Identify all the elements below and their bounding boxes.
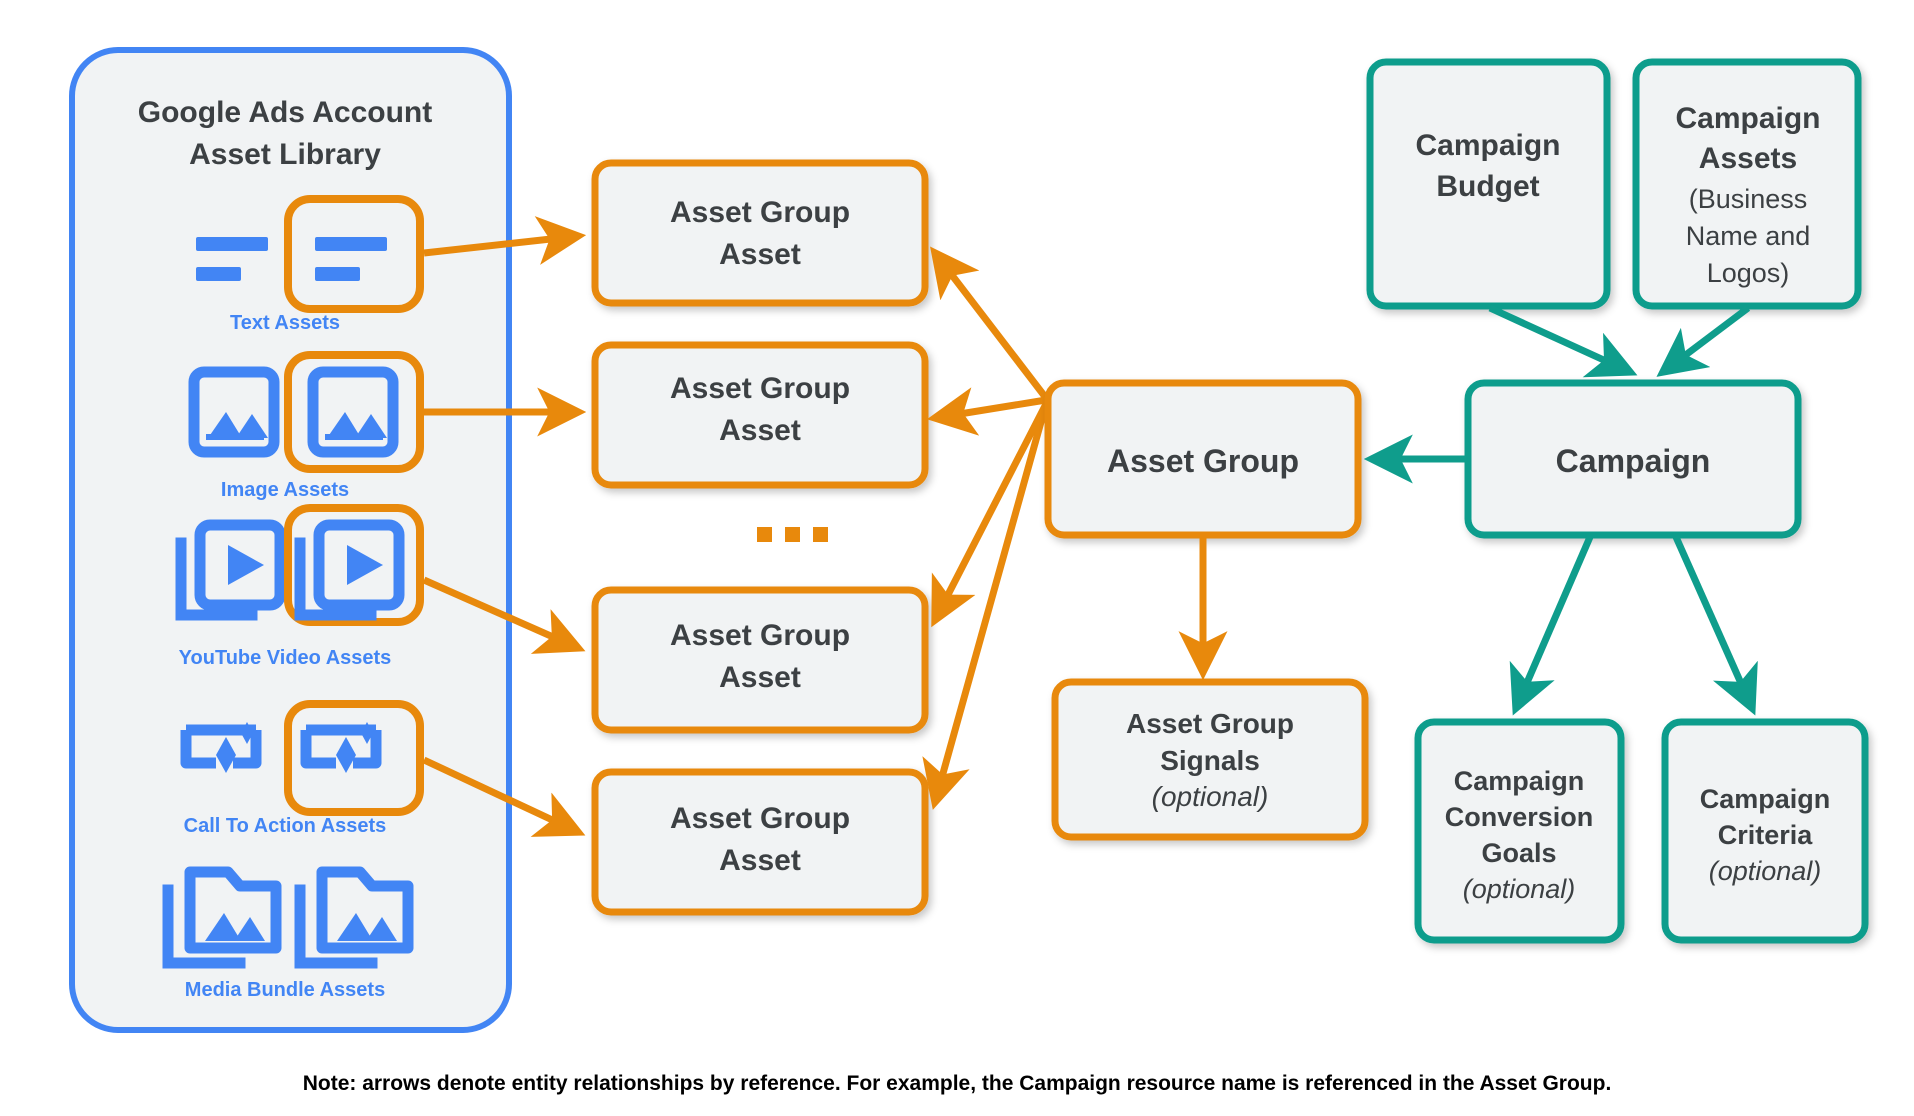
asset-group-signals-label-line1: Asset Group (1126, 708, 1294, 739)
video-asset-icon (175, 519, 286, 621)
text-assets-caption: Text Assets (230, 312, 340, 334)
asset-group-signals-box[interactable]: Asset Group Signals (optional) (1051, 678, 1369, 841)
asset-row-media-bundle[interactable]: Media Bundle Assets (162, 866, 414, 1001)
arrow-asset-group-to-asset-1 (930, 246, 1049, 401)
campaign-conversion-goals-line1: Campaign (1454, 766, 1585, 796)
asset-group-signals-box-rect[interactable] (1051, 678, 1369, 841)
arrow-campaign-to-criteria (1672, 535, 1758, 716)
asset-group-signals-label-line2: Signals (1160, 745, 1260, 776)
campaign-assets-box[interactable]: Campaign Assets (Business Name and Logos… (1632, 58, 1862, 310)
campaign-criteria-box-rect[interactable] (1661, 718, 1869, 944)
asset-library-title-line2: Asset Library (189, 138, 381, 171)
video-assets-caption: YouTube Video Assets (179, 647, 392, 669)
call-to-action-highlight-box (284, 700, 424, 816)
campaign-conversion-goals-line2: Conversion (1445, 802, 1594, 832)
arrow-asset-group-to-asset-2 (926, 387, 1047, 436)
arrow-campaign-assets-to-campaign (1656, 305, 1751, 377)
asset-group-box-rect[interactable] (1044, 379, 1362, 539)
campaign-conversion-goals-box-rect[interactable] (1414, 718, 1625, 944)
asset-group-asset-2-label-line2: Asset (719, 414, 801, 447)
video-asset-highlight-box (284, 504, 424, 626)
asset-row-text[interactable]: Text Assets (196, 195, 424, 334)
arrow-campaign-to-conversion-goals (1509, 535, 1594, 716)
asset-group-asset-box-3-rect[interactable] (591, 586, 929, 734)
call-to-action-asset-icon (180, 722, 262, 773)
asset-group-asset-box-4-rect[interactable] (591, 768, 929, 916)
asset-group-signals-optional: (optional) (1152, 781, 1269, 812)
arrow-text-to-asset-1 (423, 216, 587, 265)
asset-group-fanout-arrows (922, 246, 1050, 810)
campaign-budget-label-line2: Budget (1436, 170, 1539, 203)
call-to-action-assets-caption: Call To Action Assets (184, 815, 387, 837)
asset-group-asset-4-label-line2: Asset (719, 844, 801, 877)
campaign-box[interactable]: Campaign (1464, 379, 1802, 539)
asset-group-asset-2-label-line1: Asset Group (670, 372, 850, 405)
campaign-assets-sub-line2: Name and (1686, 221, 1811, 251)
arrow-video-to-asset-3 (422, 576, 586, 654)
image-assets-caption: Image Assets (221, 479, 349, 501)
asset-group-asset-box-4[interactable]: Asset Group Asset (591, 768, 929, 916)
arrow-asset-group-to-asset-4 (922, 403, 1050, 810)
asset-group-asset-1-label-line2: Asset (719, 238, 801, 271)
text-asset-icon (196, 237, 268, 281)
image-asset-icon (188, 366, 280, 458)
asset-group-asset-3-label-line1: Asset Group (670, 619, 850, 652)
asset-row-image[interactable]: Image Assets (188, 351, 424, 501)
asset-group-asset-3-label-line2: Asset (719, 661, 801, 694)
media-bundle-asset-icon (162, 866, 282, 969)
campaign-box-rect[interactable] (1464, 379, 1802, 539)
campaign-conversion-goals-box[interactable]: Campaign Conversion Goals (optional) (1414, 718, 1625, 944)
text-asset-icon-highlighted (315, 237, 387, 281)
call-to-action-asset-icon-highlighted (300, 722, 382, 773)
asset-library-title-line1: Google Ads Account (138, 96, 432, 129)
asset-group-asset-ellipsis (757, 527, 828, 542)
arrow-cta-to-asset-4 (422, 756, 586, 837)
media-bundle-assets-caption: Media Bundle Assets (185, 979, 385, 1001)
campaign-assets-label-line2: Assets (1699, 142, 1797, 175)
campaign-budget-box[interactable]: Campaign Budget (1366, 58, 1611, 310)
asset-group-asset-box-3[interactable]: Asset Group Asset (591, 586, 929, 734)
asset-row-call-to-action[interactable]: Call To Action Assets (180, 700, 424, 837)
campaign-conversion-goals-optional: (optional) (1463, 874, 1576, 904)
video-asset-icon-highlighted (294, 519, 405, 621)
campaign-conversion-goals-line3: Goals (1481, 838, 1556, 868)
asset-group-asset-1-label-line1: Asset Group (670, 196, 850, 229)
asset-group-asset-box-2[interactable]: Asset Group Asset (591, 341, 929, 489)
campaign-assets-label-line1: Campaign (1675, 102, 1820, 135)
campaign-assets-sub-line3: Logos) (1707, 258, 1790, 288)
media-bundle-asset-icon-secondary (294, 866, 414, 969)
image-asset-icon-highlighted (307, 366, 399, 458)
asset-row-video[interactable]: YouTube Video Assets (175, 504, 424, 669)
arrow-budget-to-campaign (1488, 304, 1638, 378)
image-asset-highlight-box (284, 351, 424, 473)
campaign-label: Campaign (1556, 443, 1711, 479)
diagram-note: Note: arrows denote entity relationships… (303, 1072, 1612, 1095)
campaign-budget-box-rect[interactable] (1366, 58, 1611, 310)
campaign-assets-box-rect[interactable] (1632, 58, 1862, 310)
campaign-criteria-line2: Criteria (1718, 820, 1814, 850)
asset-group-box[interactable]: Asset Group (1044, 379, 1362, 539)
arrow-asset-group-to-asset-3 (931, 402, 1050, 628)
campaign-budget-label-line1: Campaign (1415, 129, 1560, 162)
asset-group-asset-box-2-rect[interactable] (591, 341, 929, 489)
campaign-assets-sub-line1: (Business (1689, 184, 1808, 214)
library-to-asset-group-asset-arrows (422, 216, 587, 837)
asset-group-asset-box-1-rect[interactable] (591, 159, 929, 307)
asset-group-asset-box-1[interactable]: Asset Group Asset (591, 159, 929, 307)
campaign-criteria-box[interactable]: Campaign Criteria (optional) (1661, 718, 1869, 944)
campaign-criteria-line1: Campaign (1700, 784, 1831, 814)
text-asset-highlight-box (284, 195, 424, 313)
campaign-criteria-optional: (optional) (1709, 856, 1822, 886)
asset-group-label: Asset Group (1107, 443, 1299, 479)
asset-group-asset-4-label-line1: Asset Group (670, 802, 850, 835)
